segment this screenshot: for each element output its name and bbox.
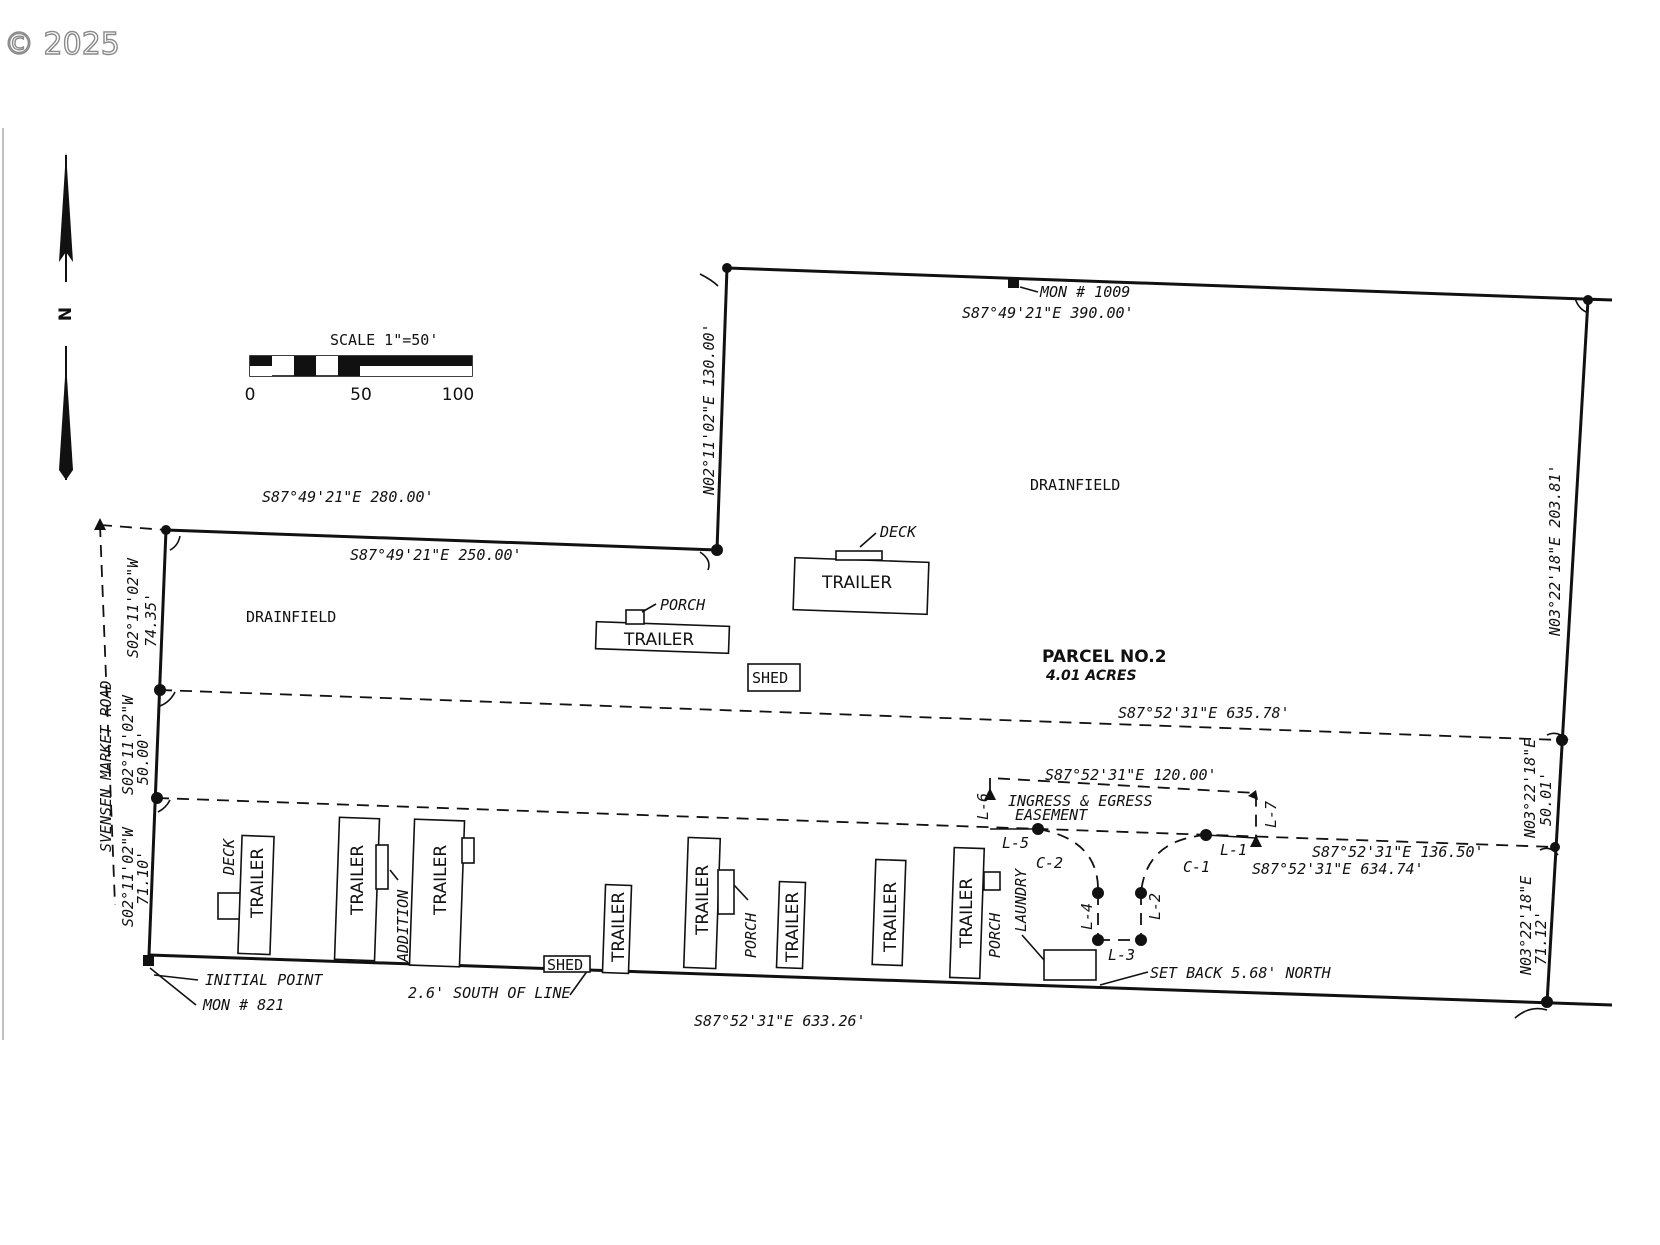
bearing-west-top-dist: 74.35' [142, 593, 160, 647]
bearing-north-top: S87°49'21"E 390.00' [962, 304, 1134, 322]
bearing-upper-left-top: S87°49'21"E 280.00' [262, 488, 434, 506]
laundry-label: LAUNDRY [1012, 868, 1030, 932]
bearing-west-bottom-dist: 71.10' [134, 851, 152, 905]
mon-1009-icon [1008, 277, 1019, 288]
building-group-south: DECK TRAILER TRAILER ADDITION TRAILER SH… [217, 816, 1097, 981]
scale-title: SCALE 1"=50' [330, 331, 438, 349]
corner-arcs [157, 273, 1587, 1019]
shed-label-2: SHED [547, 956, 583, 974]
road-name: SVENSEN MARKET ROAD [97, 680, 115, 852]
trailer-label-2: TRAILER [623, 630, 694, 650]
set-back-label: SET BACK 5.68' NORTH [1150, 964, 1332, 982]
north-letter: N [56, 307, 76, 321]
trailer-label-3: TRAILER [248, 848, 268, 919]
scale-tick-0: 0 [245, 385, 256, 405]
mon-1009-label: MON # 1009 [1039, 283, 1130, 301]
bearing-mid-line: S87°52'31"E 635.78' [1118, 704, 1290, 722]
parcel-label: PARCEL NO.2 [1042, 647, 1167, 667]
trailer-label-10: TRAILER [957, 878, 977, 949]
bearing-east-bottom: N03°22'18"E [1517, 876, 1535, 976]
bearing-lower-line-east: S87°52'31"E 136.50' [1312, 843, 1484, 861]
bearing-west-top: S02°11'02"W [124, 557, 142, 658]
parcel-boundary [147, 266, 1613, 1007]
l1-label: L-1 [1220, 841, 1247, 859]
easement-label-2: EASEMENT [1015, 806, 1088, 824]
l7-label: L-7 [1262, 801, 1280, 828]
building-group-north: TRAILER DECK TRAILER PORCH SHED [594, 523, 930, 692]
drainfield-label-west: DRAINFIELD [246, 608, 336, 626]
scale-bar: SCALE 1"=50' 0 50 100 [245, 331, 475, 405]
initial-point-label: INITIAL POINT [205, 971, 323, 989]
porch-label-2: PORCH [742, 912, 760, 958]
bearing-easement-top: S87°52'31"E 120.00' [1045, 766, 1217, 784]
trailer-label-1: TRAILER [821, 573, 892, 593]
trailer-label-9: TRAILER [881, 882, 901, 953]
bearing-east-upper: N03°22'18"E 203.81' [1546, 464, 1564, 637]
mon-821-label: MON # 821 [202, 996, 284, 1014]
drainfield-label-east: DRAINFIELD [1030, 476, 1120, 494]
addition-label: ADDITION [394, 889, 412, 963]
bearing-east-mid: N03°22'18"E [1521, 739, 1539, 839]
bearing-west-jog: N02°11'02"E 130.00' [700, 323, 718, 496]
c2-label: C-2 [1036, 854, 1063, 872]
bearing-west-bottom: S02°11'02"W [119, 826, 137, 927]
trailer-label-5: TRAILER [431, 845, 451, 916]
interior-dashed-lines [99, 524, 1561, 906]
bearing-lower-line-main: S87°52'31"E 634.74' [1252, 860, 1424, 878]
l4-label: L-4 [1078, 903, 1096, 930]
survey-points [94, 263, 1593, 1008]
copyright-mark: © 2025 [4, 27, 120, 62]
bearing-west-mid-dist: 50.00' [134, 731, 152, 785]
trailer-label-4: TRAILER [348, 845, 368, 916]
porch-label-1: PORCH [660, 596, 706, 614]
deck-label-2: DECK [220, 838, 238, 876]
trailer-label-6: TRAILER [609, 892, 629, 963]
bearing-upper-left-inner: S87°49'21"E 250.00' [350, 546, 522, 564]
l3-label: L-3 [1108, 946, 1135, 964]
bearing-east-bottom-dist: 71.12' [1532, 911, 1550, 965]
bearing-south-line: S87°52'31"E 633.26' [694, 1012, 866, 1030]
north-arrow-icon: N [44, 152, 88, 480]
mon-821-icon [143, 955, 154, 966]
c1-label: C-1 [1183, 858, 1210, 876]
easement-label-1: INGRESS & EGRESS [1008, 792, 1153, 810]
porch-label-3: PORCH [986, 912, 1004, 958]
l6-label: L-6 [974, 793, 992, 820]
trailer-label-8: TRAILER [783, 892, 803, 963]
deck-label-1: DECK [879, 523, 917, 541]
shed-label-1: SHED [752, 669, 788, 687]
bearing-west-mid: S02°11'02"W [119, 694, 137, 795]
l2-label: L-2 [1146, 893, 1164, 920]
scale-tick-50: 50 [350, 385, 372, 405]
l5-label: L-5 [1002, 834, 1029, 852]
acres-label: 4.01 ACRES [1045, 668, 1137, 684]
bearing-east-mid-dist: 50.01' [1537, 772, 1555, 826]
trailer-label-7: TRAILER [693, 865, 713, 936]
easement-loop [990, 828, 1257, 941]
scale-tick-100: 100 [442, 385, 474, 405]
south-of-line-label: 2.6' SOUTH OF LINE [408, 984, 571, 1002]
